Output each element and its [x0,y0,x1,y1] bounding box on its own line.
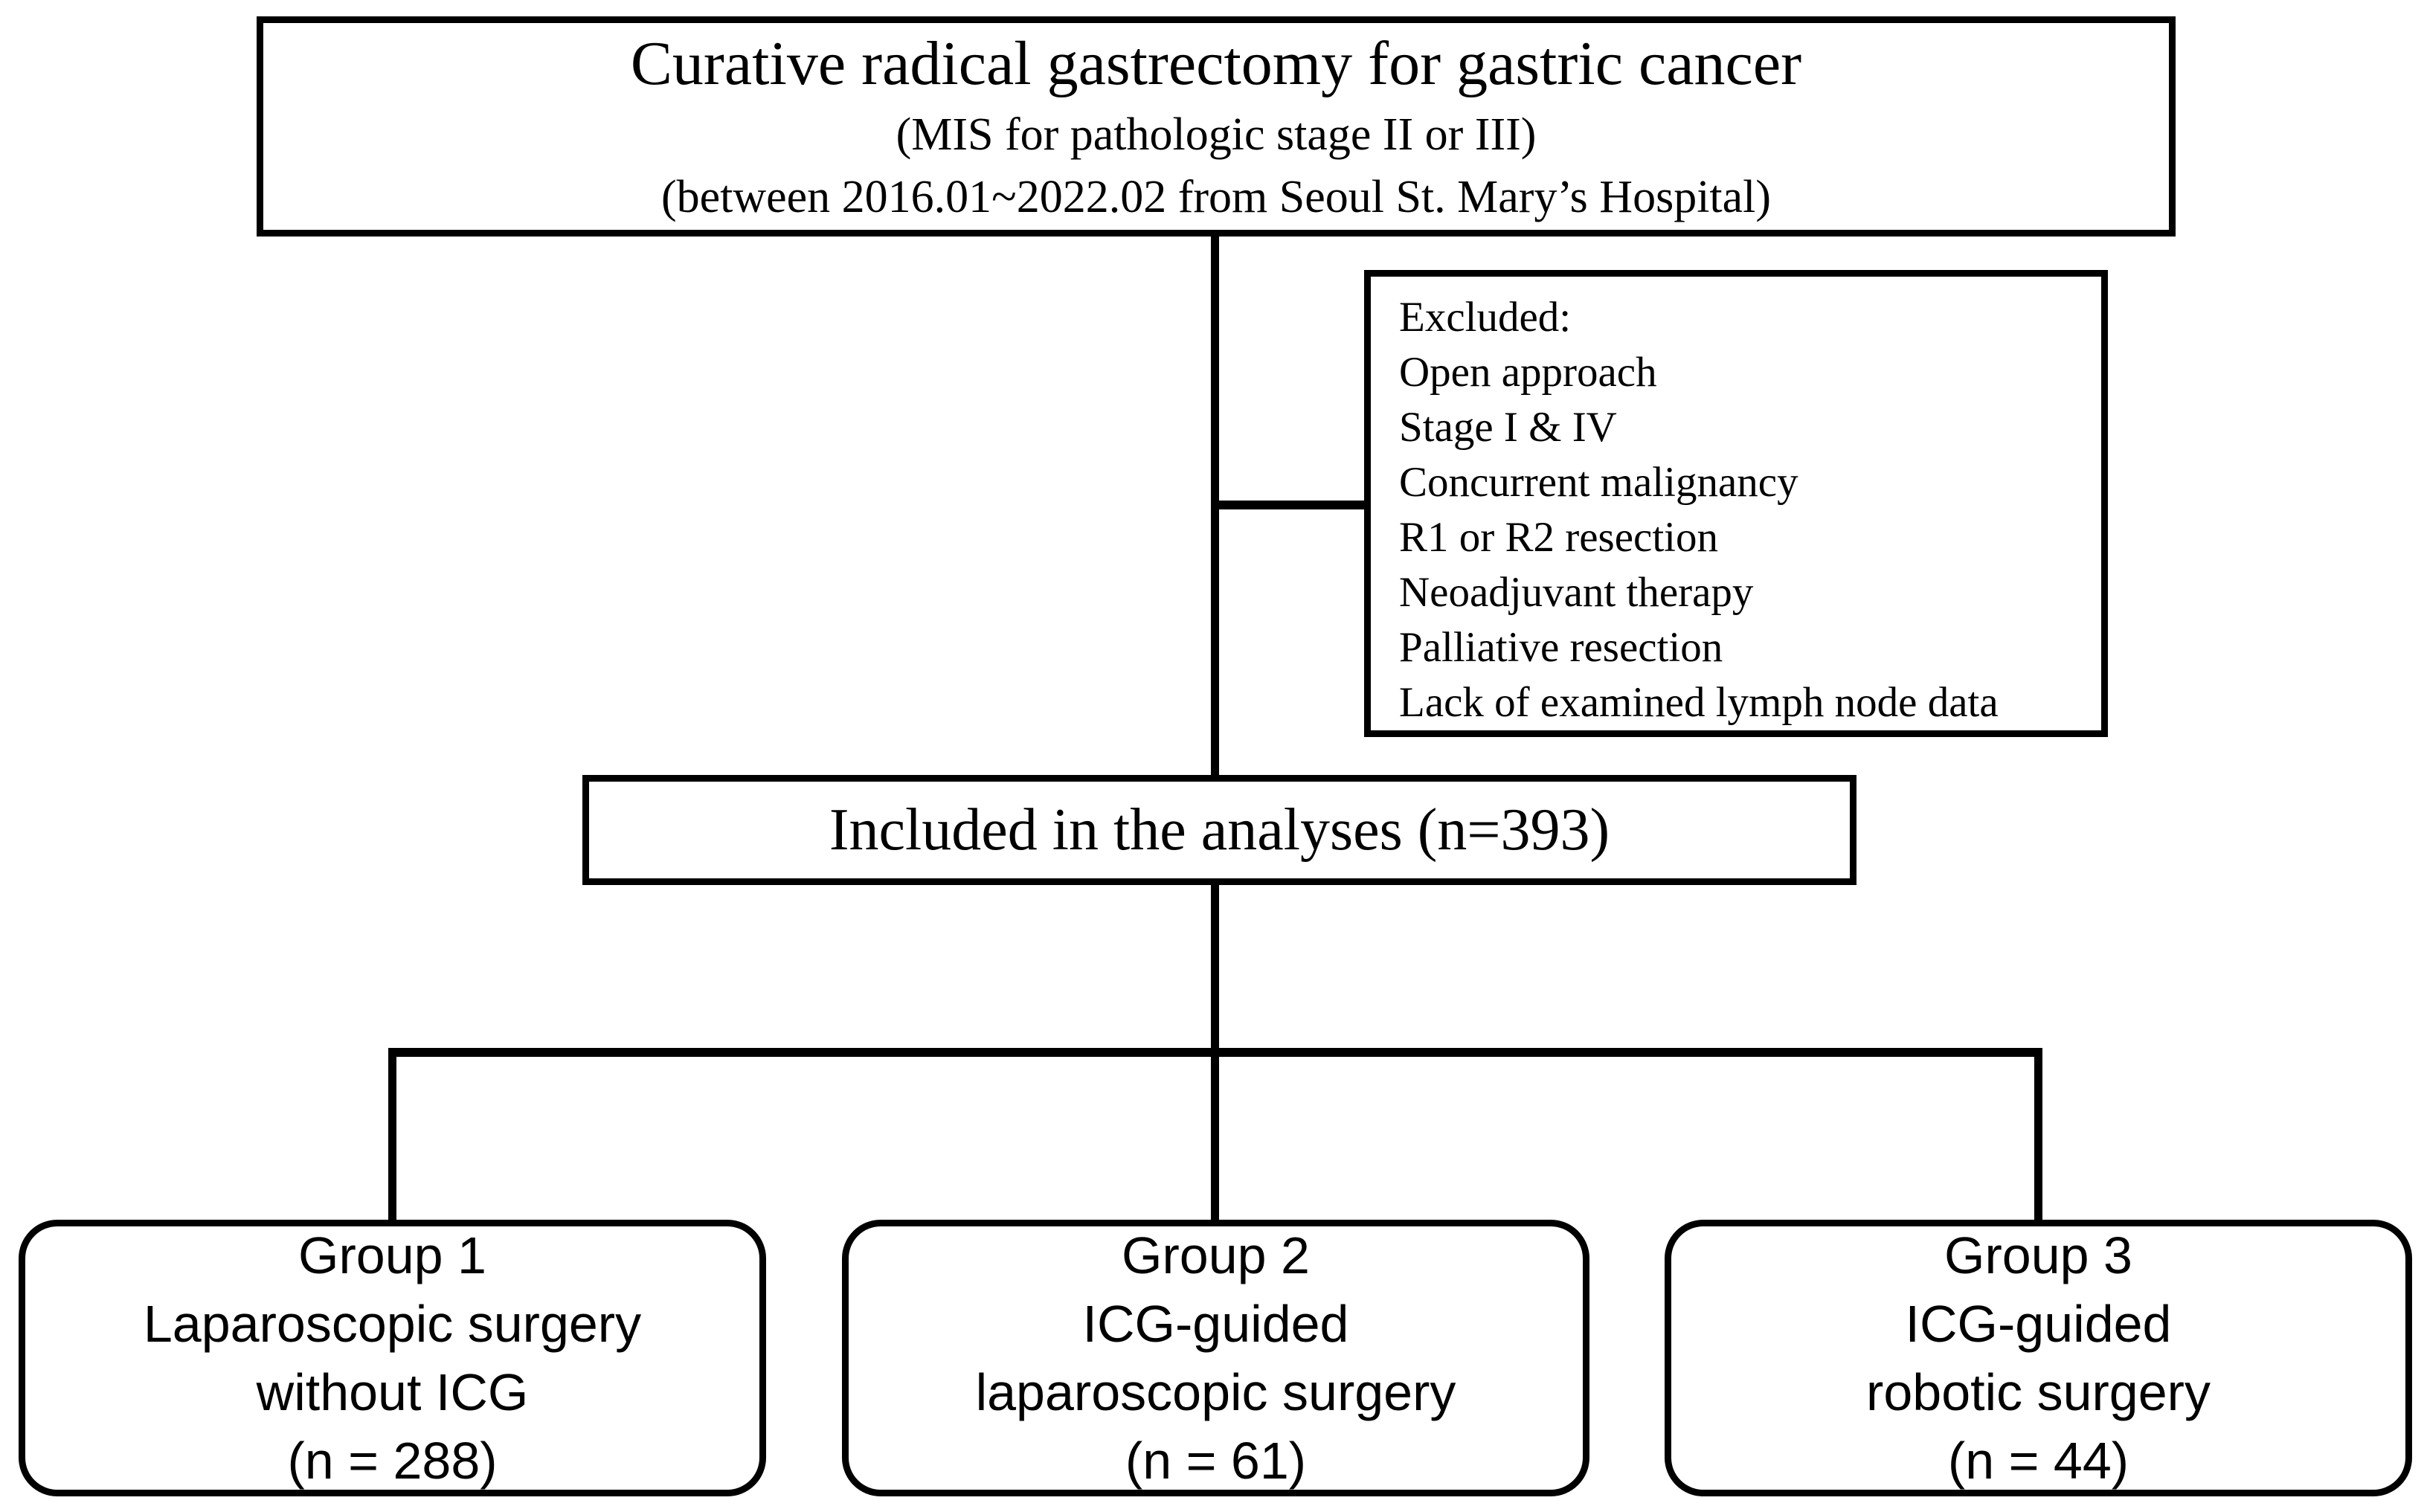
connector-branch-horizontal [388,1048,2042,1057]
excluded-item: R1 or R2 resection [1399,514,1719,561]
group2-desc-line2: laparoscopic surgery [975,1363,1456,1421]
group2-name: Group 2 [1122,1226,1310,1284]
connector-excluded-horizontal [1215,501,1364,509]
group1-name: Group 1 [298,1226,486,1284]
excluded-box: Excluded: Open approach Stage I & IV Con… [1364,270,2108,737]
group3-desc-line2: robotic surgery [1866,1363,2211,1421]
group2-desc-line1: ICG-guided [1082,1295,1349,1353]
included-label: Included in the analyses (n=393) [829,797,1610,863]
group2-box: Group 2 ICG-guided laparoscopic surgery … [842,1220,1589,1496]
group1-desc-line1: Laparoscopic surgery [143,1295,642,1353]
source-subtitle-mis: (MIS for pathologic stage II or III) [896,109,1537,160]
source-population-text: Curative radical gastrectomy for gastric… [263,23,2169,230]
excluded-item: Lack of examined lymph node data [1399,679,1999,726]
group3-n-label: (n = 44) [1947,1432,2129,1490]
group3-desc-line1: ICG-guided [1905,1295,2172,1353]
excluded-item: Stage I & IV [1399,404,1617,451]
connector-drop-group3 [2034,1052,2042,1220]
group3-box: Group 3 ICG-guided robotic surgery (n = … [1665,1220,2412,1496]
source-subtitle-period: (between 2016.01~2022.02 from Seoul St. … [660,172,1772,222]
source-title: Curative radical gastrectomy for gastric… [630,29,1802,98]
group1-desc-line2: without ICG [256,1363,529,1421]
group2-n-label: (n = 61) [1125,1432,1307,1490]
excluded-item: Open approach [1399,349,1657,396]
source-population-box: Curative radical gastrectomy for gastric… [257,16,2176,237]
excluded-item: Concurrent malignancy [1399,459,1798,506]
group1-box: Group 1 Laparoscopic surgery without ICG… [19,1220,766,1496]
included-box: Included in the analyses (n=393) [582,775,1856,885]
group3-name: Group 3 [1944,1226,2132,1284]
excluded-header: Excluded: [1399,294,1572,341]
group1-n-label: (n = 288) [287,1432,498,1490]
connector-drop-group1 [388,1052,396,1220]
excluded-item: Palliative resection [1399,624,1723,671]
excluded-item: Neoadjuvant therapy [1399,569,1754,616]
